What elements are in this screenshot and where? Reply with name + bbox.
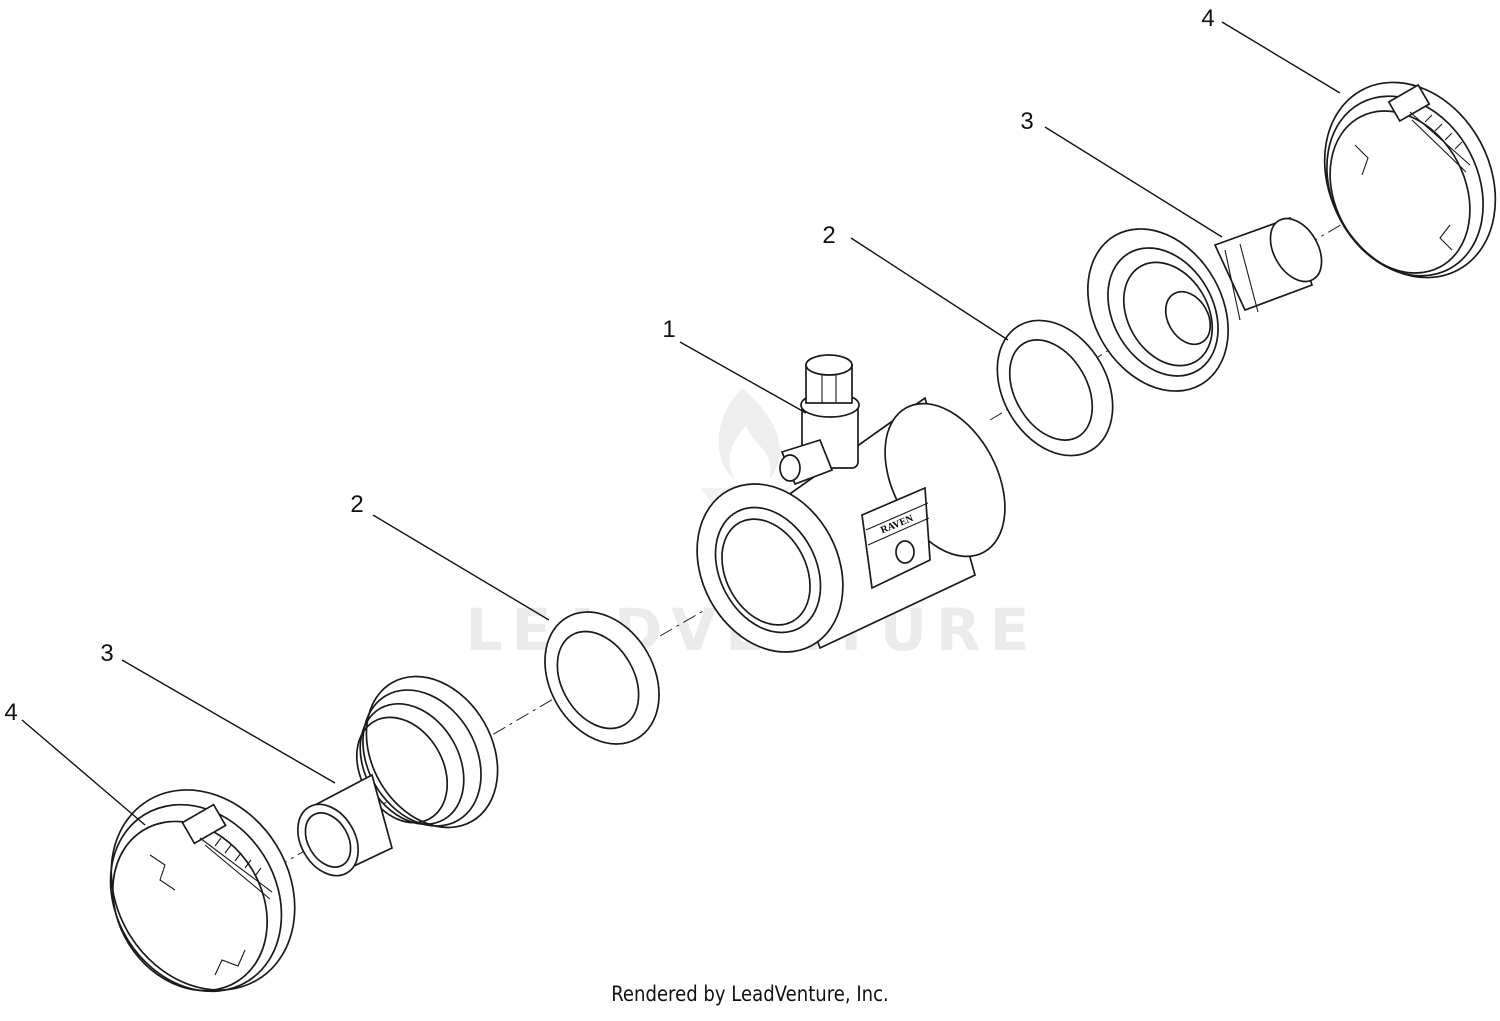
callout-label-4-right: 4 xyxy=(1201,5,1214,32)
clamp-screw-housing xyxy=(181,803,273,900)
callout-label-4-left: 4 xyxy=(4,699,17,726)
hose-barb-left xyxy=(297,675,499,877)
valve-nameplate: RAVEN xyxy=(861,486,931,590)
callout-label-1: 1 xyxy=(662,316,675,343)
gasket-right xyxy=(996,319,1114,457)
gasket-left xyxy=(544,611,660,745)
callout-leaders xyxy=(21,21,1341,826)
callout-label-2-right: 2 xyxy=(822,222,835,249)
hose-barb-right xyxy=(1087,216,1323,392)
hose-clamp-left xyxy=(109,789,296,993)
footer-credit: Rendered by LeadVenture, Inc. xyxy=(611,982,889,1006)
valve-body: RAVEN xyxy=(696,354,1006,653)
callout-labels: 1 2 2 3 3 4 4 xyxy=(4,5,1214,726)
valve-stem xyxy=(779,354,860,486)
callout-label-3-right: 3 xyxy=(1020,108,1033,135)
callout-label-3-left: 3 xyxy=(100,640,113,667)
hose-clamp-right xyxy=(1323,81,1497,279)
clamp-screw-housing xyxy=(1387,83,1471,173)
callout-label-2-left: 2 xyxy=(350,491,363,518)
